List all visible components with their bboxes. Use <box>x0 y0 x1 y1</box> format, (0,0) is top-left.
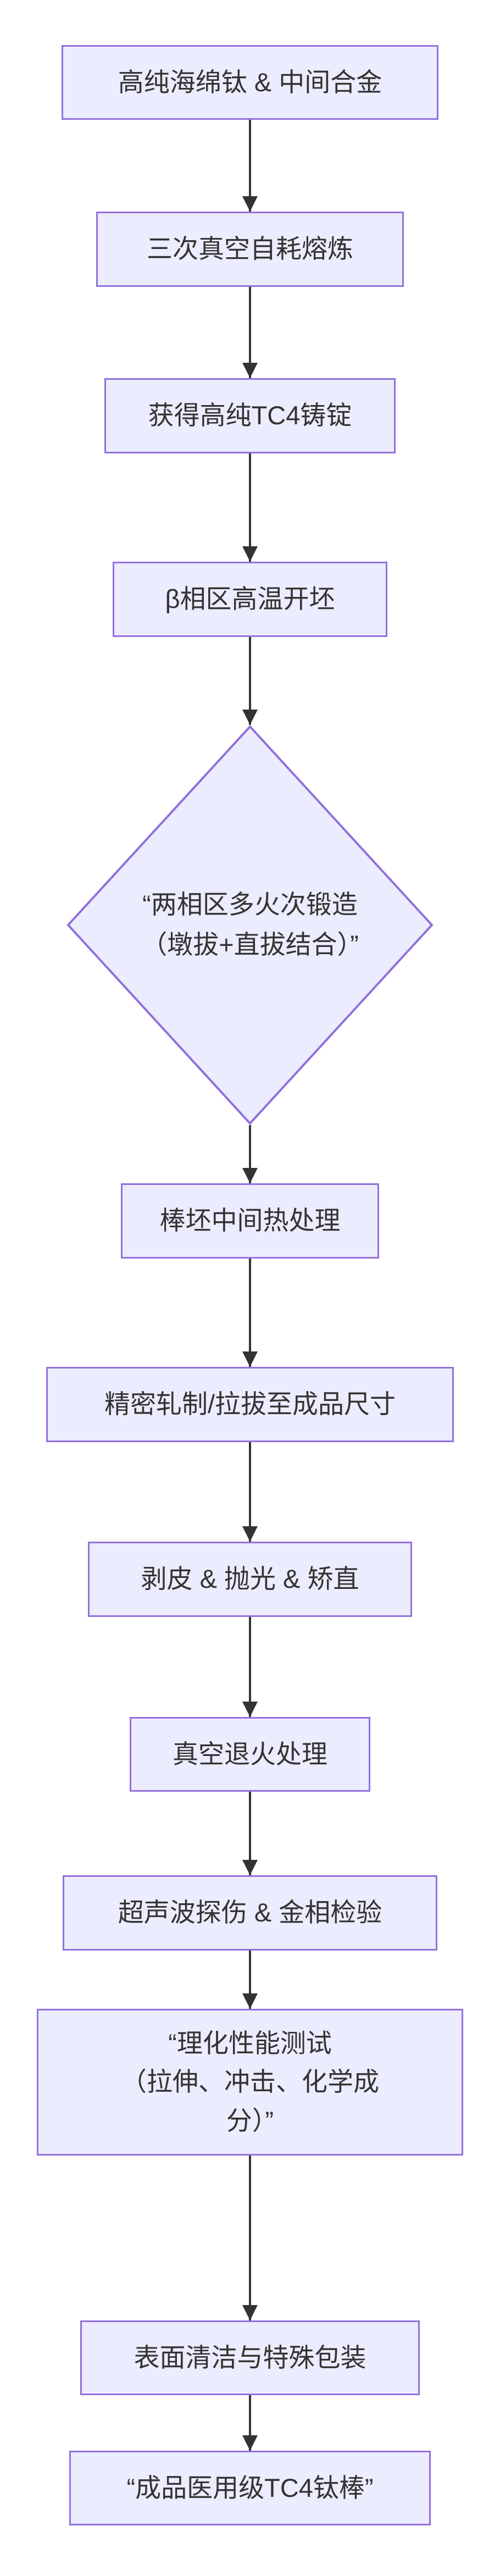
flow-step-intermediate-heat-treatment: 棒坯中间热处理 <box>121 1183 379 1259</box>
flow-edge-3 <box>249 453 251 562</box>
flow-step-raw-materials: 高纯海绵钛 & 中间合金 <box>62 45 438 120</box>
arrowhead-icon <box>242 2305 258 2320</box>
flow-step-beta-cogging: β相区高温开坯 <box>113 562 387 637</box>
flow-step-cleaning-packaging: 表面清洁与特殊包装 <box>80 2320 420 2395</box>
node-label: 获得高纯TC4铸锭 <box>148 401 352 430</box>
node-label: 棒坯中间热处理 <box>159 1206 341 1236</box>
arrowhead-icon <box>242 1526 258 1542</box>
node-label-line: （拉伸、冲击、化学成 <box>121 2067 379 2097</box>
flow-step-precision-rolling: 精密轧制/拉拔至成品尺寸 <box>46 1367 454 1442</box>
flow-step-vacuum-annealing: 真空退火处理 <box>130 1717 370 1792</box>
flow-step-peeling-polishing-straightening: 剥皮 & 抛光 & 矫直 <box>88 1542 412 1617</box>
flow-edge-12 <box>249 2395 251 2451</box>
flow-edge-4 <box>249 637 251 725</box>
node-label: 表面清洁与特殊包装 <box>134 2342 366 2372</box>
node-label: 高纯海绵钛 & 中间合金 <box>118 67 382 97</box>
arrowhead-icon <box>242 1702 258 1717</box>
node-label: 剥皮 & 抛光 & 矫直 <box>141 1564 359 1594</box>
node-label: “成品医用级TC4钛棒” <box>126 2473 374 2502</box>
flow-step-tc4-ingot: 获得高纯TC4铸锭 <box>104 378 396 453</box>
flow-edge-8 <box>249 1617 251 1717</box>
node-label-line: 分）” <box>226 2106 274 2135</box>
node-label-line: “理化性能测试 <box>168 2028 332 2058</box>
arrowhead-icon <box>242 196 258 212</box>
flow-step-property-testing: “理化性能测试 （拉伸、冲击、化学成 分）” <box>37 2009 463 2156</box>
arrowhead-icon <box>242 363 258 378</box>
arrowhead-icon <box>242 1860 258 1875</box>
flow-edge-2 <box>249 287 251 378</box>
flow-edge-6 <box>249 1259 251 1367</box>
flow-step-ultrasonic-metallographic-inspection: 超声波探伤 & 金相检验 <box>63 1875 437 1951</box>
node-label-line: （墩拔+直拔结合）” <box>141 930 359 959</box>
node-label: 超声波探伤 & 金相检验 <box>118 1898 382 1927</box>
flow-step-forging-decision: “两相区多火次锻造 （墩拔+直拔结合）” <box>66 725 434 1125</box>
flow-step-vacuum-melting: 三次真空自耗熔炼 <box>96 212 404 287</box>
node-label-line: “两相区多火次锻造 <box>142 890 358 919</box>
diamond-shape <box>66 725 434 1125</box>
arrowhead-icon <box>242 1168 258 1183</box>
node-label: 三次真空自耗熔炼 <box>147 234 353 264</box>
flow-edge-5 <box>249 1125 251 1183</box>
flow-edge-9 <box>249 1792 251 1875</box>
flow-edge-7 <box>249 1442 251 1542</box>
arrowhead-icon <box>242 1993 258 2009</box>
node-label: 真空退火处理 <box>173 1739 327 1769</box>
arrowhead-icon <box>242 2435 258 2451</box>
node-label: 精密轧制/拉拔至成品尺寸 <box>104 1389 396 1419</box>
arrowhead-icon <box>242 710 258 725</box>
node-label: “两相区多火次锻造 （墩拔+直拔结合）” <box>66 725 434 1125</box>
arrowhead-icon <box>242 546 258 562</box>
node-label: β相区高温开坯 <box>165 584 335 614</box>
arrowhead-icon <box>242 1351 258 1367</box>
flow-edge-11 <box>249 2156 251 2320</box>
flow-edge-10 <box>249 1951 251 2009</box>
flow-edge-1 <box>249 120 251 212</box>
flow-step-finished-product: “成品医用级TC4钛棒” <box>69 2451 431 2525</box>
